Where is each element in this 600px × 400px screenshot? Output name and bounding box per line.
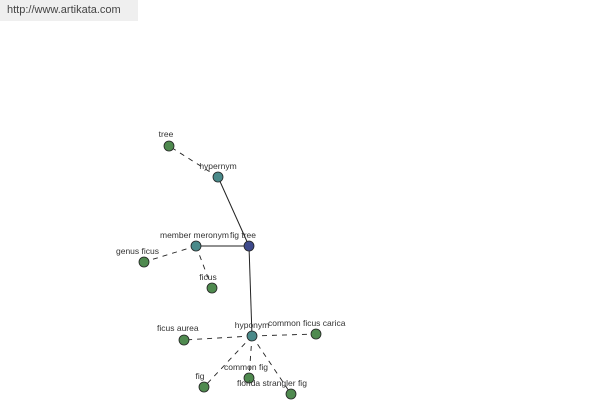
edge-fig-tree-to-hypernym: [217, 176, 250, 247]
node-ficus[interactable]: [206, 282, 218, 294]
label-ficus[interactable]: ficus: [199, 272, 216, 282]
edge-member-meronym-to-ficus: [195, 245, 213, 289]
graph-nodes: [138, 140, 322, 400]
graph-labels: fig tree hypernym member meronym hyponym tre…: [116, 129, 346, 388]
label-common-fig[interactable]: common fig: [224, 362, 268, 372]
site-url[interactable]: http://www.artikata.com: [0, 0, 138, 21]
label-ficus-aurea[interactable]: ficus aurea: [157, 323, 199, 333]
node-tree[interactable]: [163, 140, 175, 152]
graph-edges: [143, 145, 317, 395]
label-hyponym[interactable]: hyponym: [235, 320, 270, 330]
node-hyponym[interactable]: [246, 330, 258, 342]
node-common-fig[interactable]: [243, 372, 255, 384]
edge-hyponym-to-common-ficus-carica: [251, 333, 317, 337]
label-member-meronym[interactable]: member meronym: [160, 230, 229, 240]
label-hypernym[interactable]: hypernym: [199, 161, 236, 171]
edge-hyponym-to-fig: [203, 335, 253, 388]
label-genus-ficus[interactable]: genus ficus: [116, 246, 159, 256]
label-fig-tree[interactable]: fig tree: [230, 230, 256, 240]
label-florida-strangler-fig[interactable]: florida strangler fig: [237, 378, 307, 388]
node-member-meronym[interactable]: [190, 240, 202, 252]
node-florida-strangler-fig[interactable]: [285, 388, 297, 400]
node-ficus-aurea[interactable]: [178, 334, 190, 346]
edge-hyponym-to-ficus-aurea: [183, 335, 253, 341]
node-genus-ficus[interactable]: [138, 256, 150, 268]
edge-fig-tree-to-hyponym: [248, 245, 253, 337]
label-common-ficus-carica[interactable]: common ficus carica: [268, 318, 346, 328]
node-fig-tree[interactable]: [243, 240, 255, 252]
node-hypernym[interactable]: [212, 171, 224, 183]
edge-hyponym-to-florida-strangler-fig: [251, 335, 292, 395]
label-tree[interactable]: tree: [159, 129, 174, 139]
node-common-ficus-carica[interactable]: [310, 328, 322, 340]
label-fig[interactable]: fig: [196, 371, 205, 381]
node-fig[interactable]: [198, 381, 210, 393]
edge-hyponym-to-common-fig: [248, 335, 253, 379]
